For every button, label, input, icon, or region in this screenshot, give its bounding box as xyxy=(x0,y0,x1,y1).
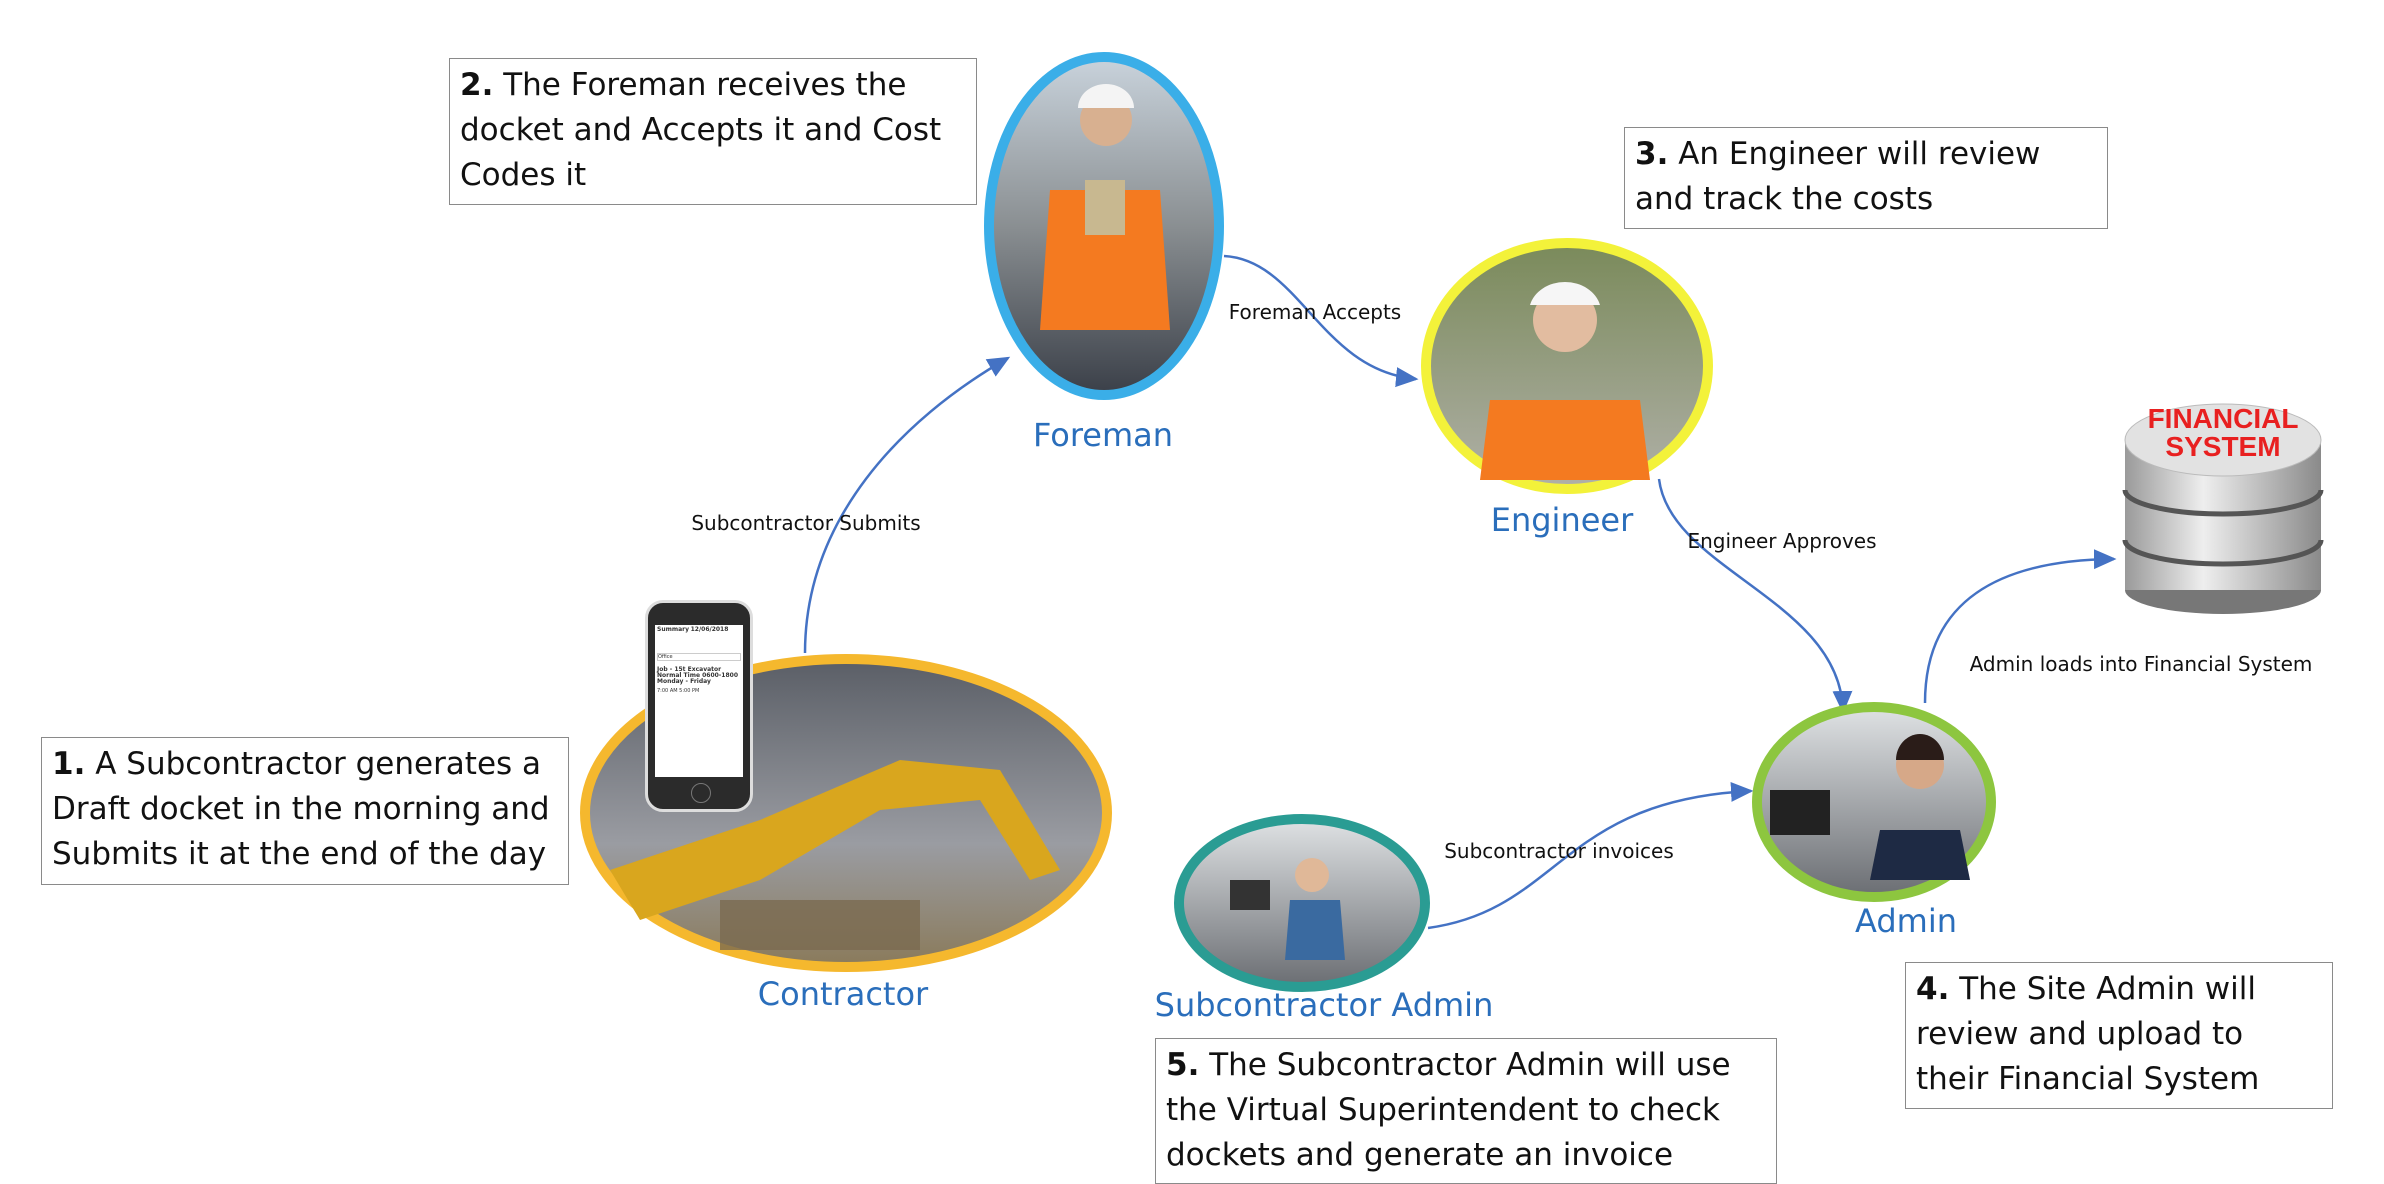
step-number: 1. xyxy=(52,746,86,782)
flow-label-approves: Engineer Approves xyxy=(1687,529,1877,553)
phone-docket-image: Summary 12/06/2018 Office Job - 15t Exca… xyxy=(645,600,753,812)
phone-start: 7:00 AM xyxy=(657,688,678,694)
step-number: 3. xyxy=(1635,136,1669,172)
role-label-subcontractor-admin: Subcontractor Admin xyxy=(1154,986,1494,1024)
financial-system-database-icon: FINANCIAL SYSTEM xyxy=(2122,403,2324,614)
admin-photo xyxy=(1752,702,1996,902)
step-text: The Foreman receives the docket and Acce… xyxy=(460,67,942,193)
phone-screen: Summary 12/06/2018 Office Job - 15t Exca… xyxy=(655,625,743,777)
step-1-box: 1. A Subcontractor generates a Draft doc… xyxy=(41,737,569,885)
role-label-foreman: Foreman xyxy=(1032,416,1174,454)
flow-label-loads: Admin loads into Financial System xyxy=(1969,652,2313,676)
engineer-photo xyxy=(1421,238,1713,494)
step-number: 5. xyxy=(1166,1047,1200,1083)
role-label-engineer: Engineer xyxy=(1490,501,1634,539)
phone-date: 12/06/2018 xyxy=(690,626,729,633)
step-number: 2. xyxy=(460,67,494,103)
step-4-box: 4. The Site Admin will review and upload… xyxy=(1905,962,2333,1109)
phone-summary-title: Summary xyxy=(657,626,690,633)
subcontractor-admin-photo xyxy=(1174,814,1430,992)
flow-label-invoices: Subcontractor invoices xyxy=(1444,839,1674,863)
arrow-foreman-accepts xyxy=(1223,254,1419,388)
flow-label-accepts: Foreman Accepts xyxy=(1228,300,1402,324)
phone-office: Office xyxy=(657,653,741,661)
step-2-box: 2. The Foreman receives the docket and A… xyxy=(449,58,977,205)
step-3-box: 3. An Engineer will review and track the… xyxy=(1624,127,2108,229)
phone-job: Job - 15t Excavator Normal Time 0600-180… xyxy=(657,666,738,685)
db-label-line2: SYSTEM xyxy=(2165,431,2280,462)
phone-finish: 5:00 PM xyxy=(679,688,700,694)
role-label-contractor: Contractor xyxy=(757,975,929,1013)
arrow-engineer-approves xyxy=(1657,478,1853,714)
step-text: The Subcontractor Admin will use the Vir… xyxy=(1166,1047,1731,1173)
step-text: A Subcontractor generates a Draft docket… xyxy=(52,746,550,872)
step-number: 4. xyxy=(1916,971,1950,1007)
arrow-subcontractor-invoices xyxy=(1427,781,1754,930)
foreman-photo xyxy=(984,52,1224,400)
db-label-line1: FINANCIAL xyxy=(2148,403,2299,434)
step-5-box: 5. The Subcontractor Admin will use the … xyxy=(1155,1038,1777,1184)
flow-label-submits: Subcontractor Submits xyxy=(691,511,921,535)
arrow-subcontractor-submits xyxy=(803,356,1011,654)
arrow-admin-loads xyxy=(1923,549,2117,704)
role-label-admin: Admin xyxy=(1855,902,1957,940)
step-text: An Engineer will review and track the co… xyxy=(1635,136,2041,217)
step-text: The Site Admin will review and upload to… xyxy=(1916,971,2260,1097)
phone-home-button xyxy=(691,783,711,803)
